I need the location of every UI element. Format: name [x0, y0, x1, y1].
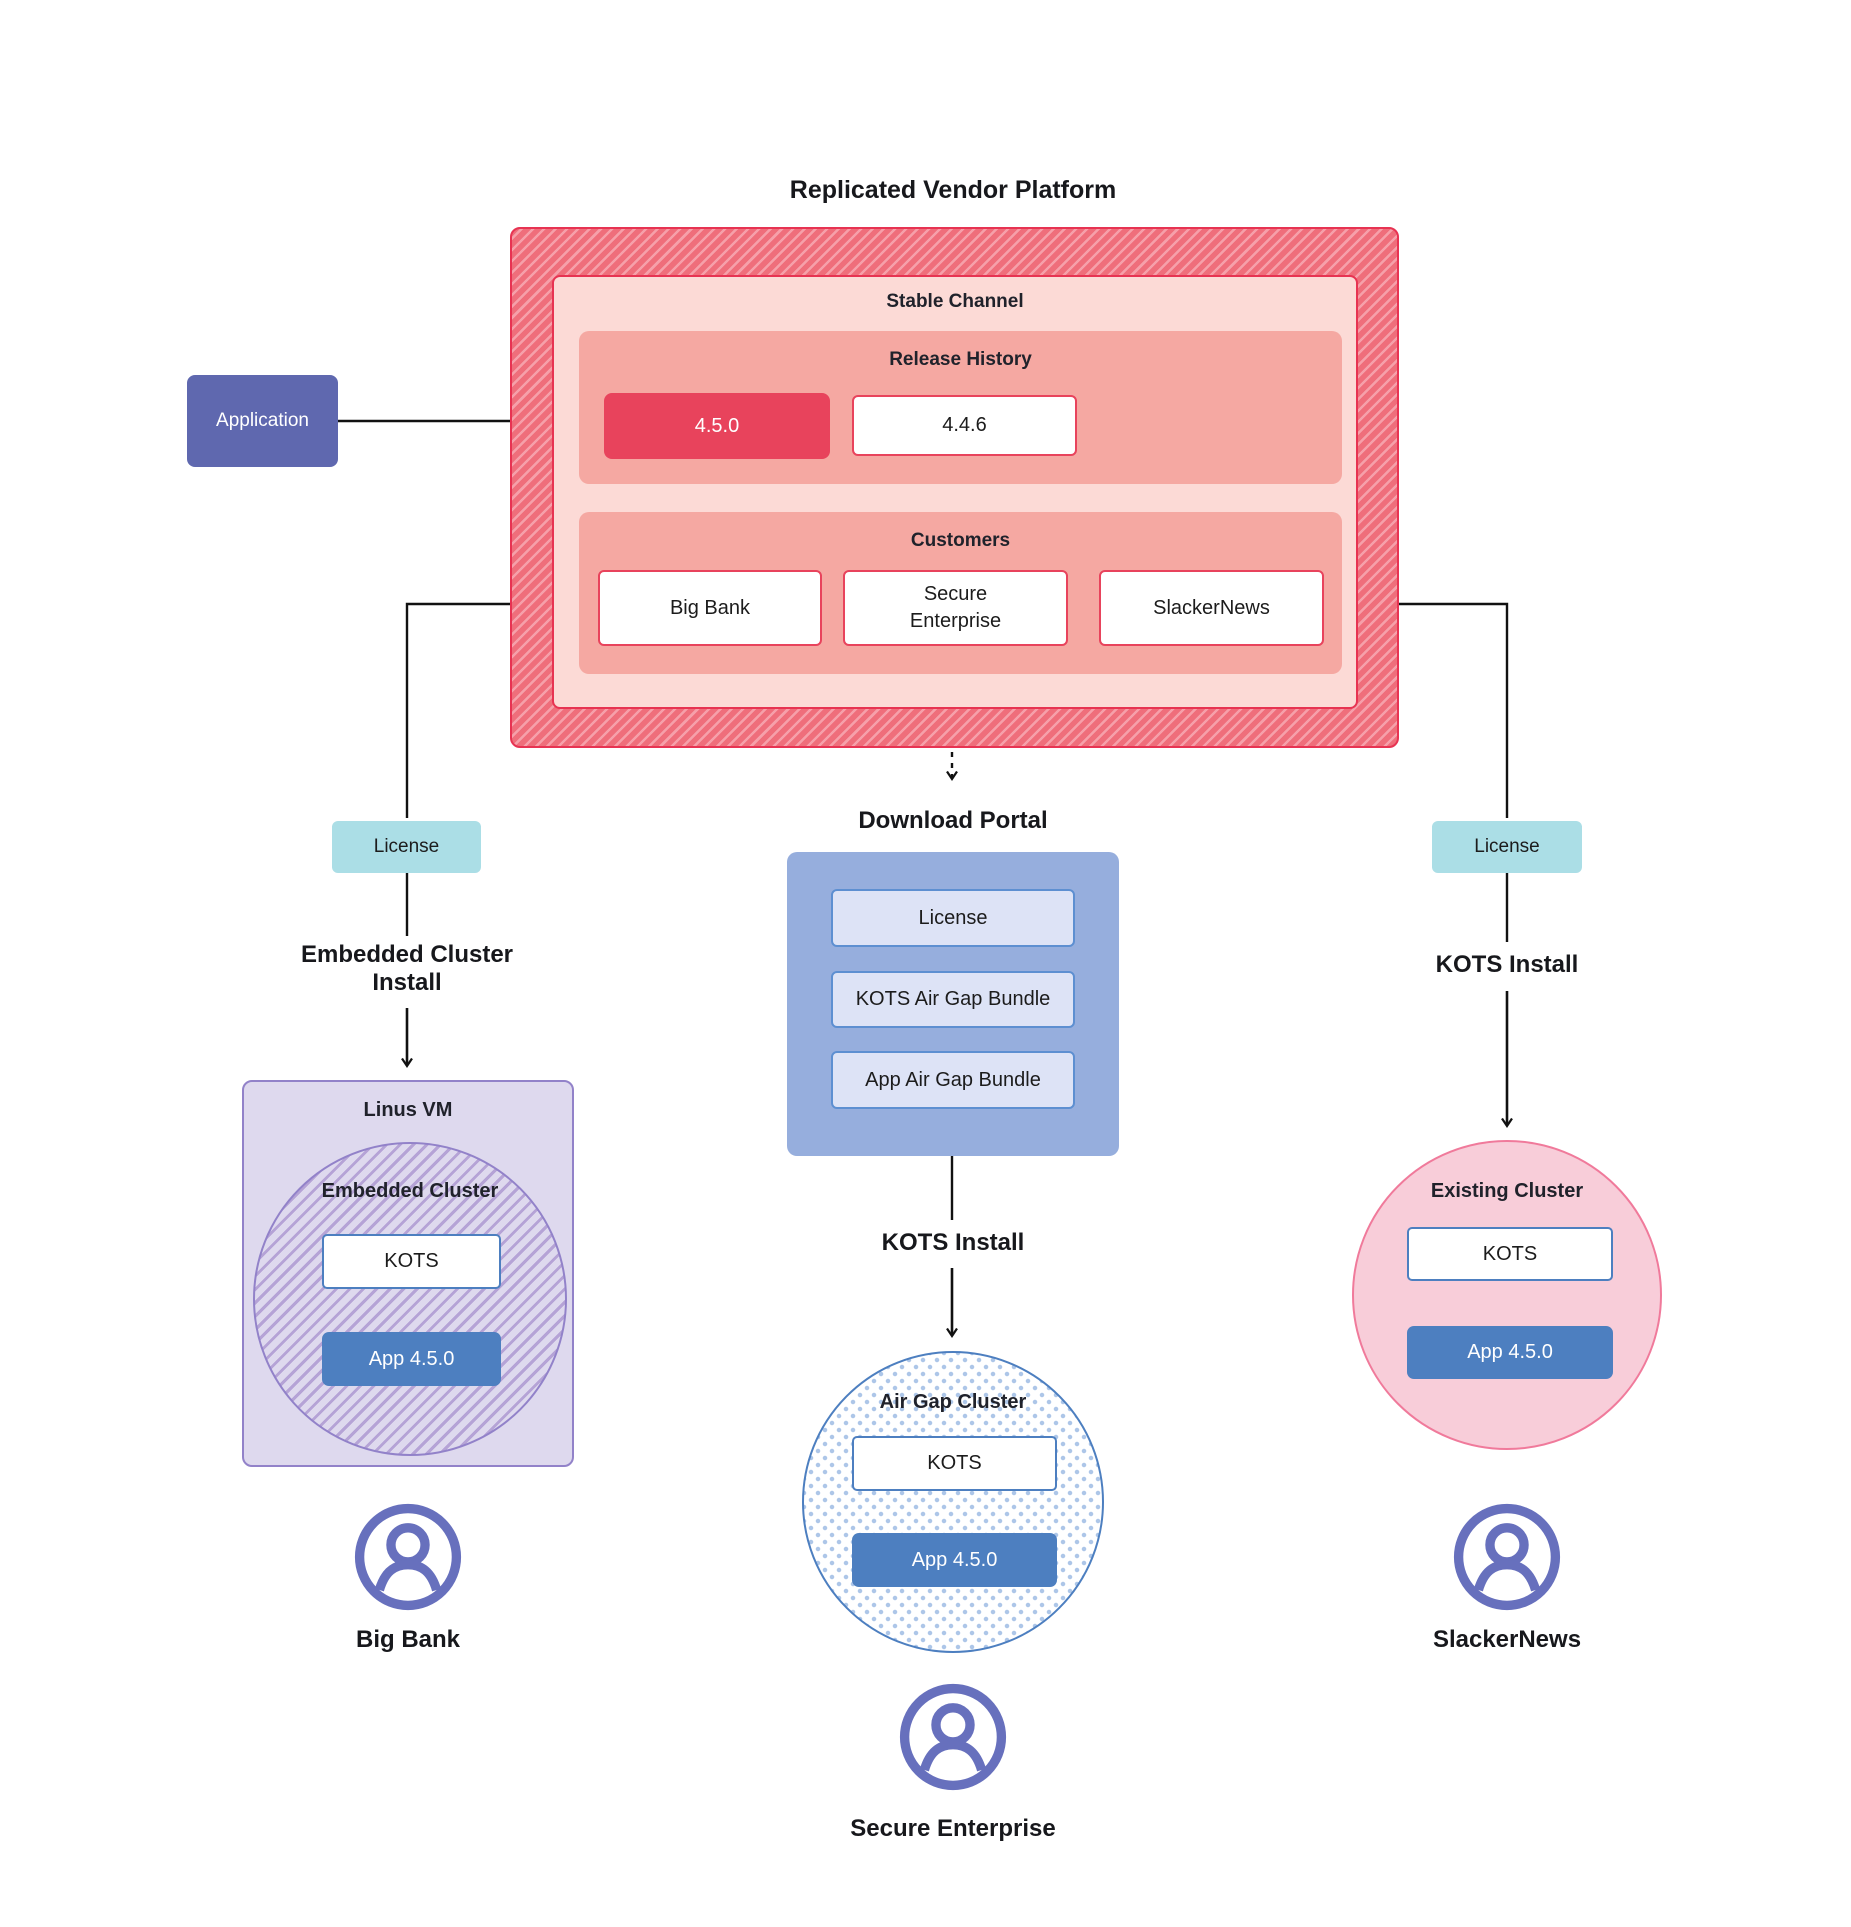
- airgap-cluster-label: Air Gap Cluster: [879, 1391, 1027, 1413]
- portal-item-app-airgap-bundle: App Air Gap Bundle: [831, 1051, 1075, 1109]
- customers-label: Customers: [910, 530, 1011, 551]
- embedded-cluster-circle: Embedded Cluster KOTS App 4.5.0: [253, 1142, 567, 1456]
- linus-vm-box: Linus VM Embedded Cluster KOTS App 4.5.0: [242, 1080, 574, 1467]
- portal-item-license: License: [831, 889, 1075, 947]
- secure-enterprise-user-label: Secure Enterprise: [850, 1815, 1056, 1842]
- vendor-platform-box: Stable Channel Release History 4.5.0 4.4…: [510, 227, 1399, 748]
- airgap-cluster-circle: Air Gap Cluster KOTS App 4.5.0: [802, 1351, 1104, 1653]
- diagram-title: Replicated Vendor Platform: [789, 176, 1117, 204]
- kots-node-right: KOTS: [1407, 1227, 1613, 1281]
- release-node-current: 4.5.0: [604, 393, 830, 459]
- kots-install-label-middle: KOTS Install: [881, 1229, 1025, 1256]
- app-node-middle: App 4.5.0: [852, 1533, 1057, 1587]
- license-node-right: License: [1432, 821, 1582, 873]
- kots-node-middle: KOTS: [852, 1436, 1057, 1491]
- stable-channel-box: Stable Channel Release History 4.5.0 4.4…: [552, 275, 1358, 709]
- user-icon: [354, 1503, 462, 1611]
- big-bank-user-label: Big Bank: [355, 1626, 461, 1653]
- download-portal-box: License KOTS Air Gap Bundle App Air Gap …: [787, 852, 1119, 1156]
- embedded-cluster-label: Embedded Cluster: [321, 1180, 499, 1202]
- release-history-label: Release History: [889, 349, 1032, 370]
- release-node-previous: 4.4.6: [852, 395, 1077, 456]
- portal-item-kots-airgap-bundle: KOTS Air Gap Bundle: [831, 971, 1075, 1028]
- embedded-cluster-install-label: Embedded Cluster Install: [300, 941, 514, 996]
- existing-cluster-circle: Existing Cluster KOTS App 4.5.0: [1352, 1140, 1662, 1450]
- customer-node-slackernews: SlackerNews: [1099, 570, 1324, 646]
- customer-node-secure-enterprise: Secure Enterprise: [843, 570, 1068, 646]
- slackernews-user-label: SlackerNews: [1432, 1626, 1582, 1653]
- customers-box: Customers Big Bank Secure Enterprise Sla…: [579, 512, 1342, 674]
- application-node: Application: [187, 375, 338, 467]
- kots-node-left: KOTS: [322, 1234, 501, 1289]
- download-portal-label: Download Portal: [858, 807, 1048, 834]
- stable-channel-label: Stable Channel: [886, 291, 1024, 312]
- kots-install-label-right: KOTS Install: [1435, 951, 1579, 978]
- release-history-box: Release History 4.5.0 4.4.6: [579, 331, 1342, 484]
- linus-vm-label: Linus VM: [363, 1099, 453, 1121]
- customer-node-big-bank: Big Bank: [598, 570, 822, 646]
- license-node-left: License: [332, 821, 481, 873]
- existing-cluster-label: Existing Cluster: [1430, 1180, 1584, 1202]
- user-icon: [899, 1683, 1007, 1791]
- app-node-left: App 4.5.0: [322, 1332, 501, 1386]
- user-icon: [1453, 1503, 1561, 1611]
- app-node-right: App 4.5.0: [1407, 1326, 1613, 1379]
